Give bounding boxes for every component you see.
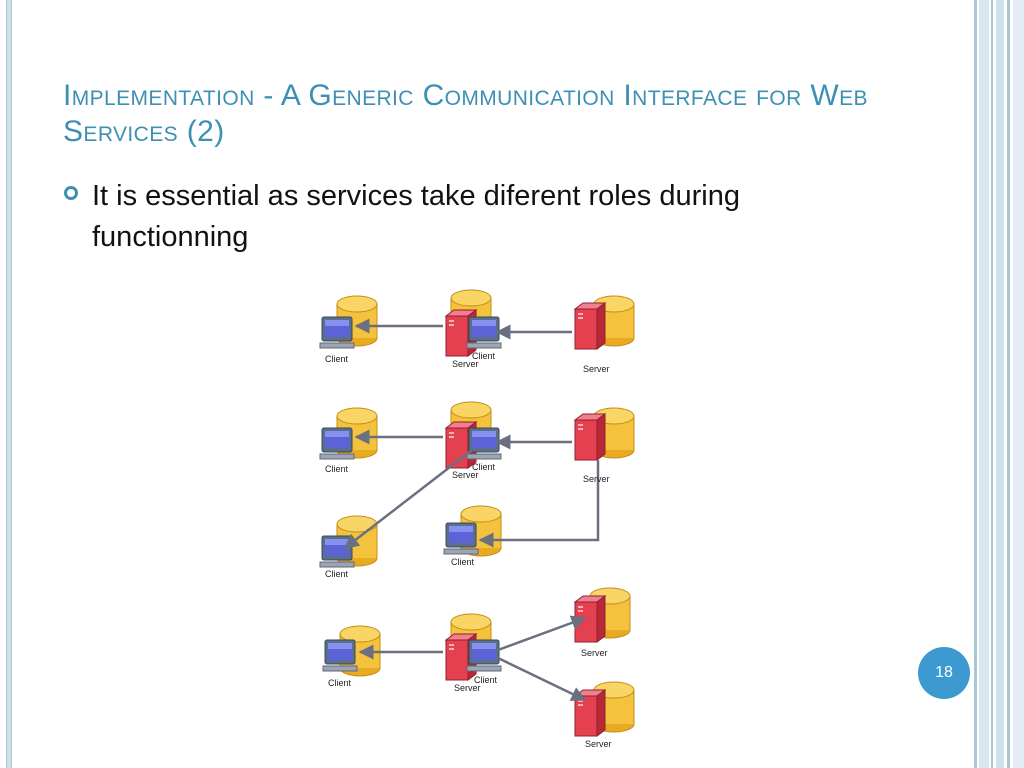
client-label: Client bbox=[451, 557, 475, 567]
server-label: Server bbox=[585, 739, 612, 749]
client-label: Client bbox=[328, 678, 352, 688]
bullet-text: It is essential as services take diferen… bbox=[92, 180, 740, 253]
server-label: Server bbox=[452, 470, 479, 480]
client-label: Client bbox=[472, 351, 496, 361]
slide-title: Implementation - A Generic Communication… bbox=[63, 79, 868, 148]
server-label: Server bbox=[583, 364, 610, 374]
client-label: Client bbox=[474, 675, 498, 685]
server-label: Server bbox=[452, 359, 479, 369]
bullet-circle-icon bbox=[64, 186, 78, 200]
diagram-row-3: Client Client Server Server Server bbox=[322, 587, 635, 749]
server-label: Server bbox=[454, 683, 481, 693]
diagram-row-2: Client Client Server Server Client Clien… bbox=[319, 401, 635, 579]
page-number-badge: 18 bbox=[918, 647, 970, 699]
client-label: Client bbox=[325, 464, 349, 474]
right-decoration bbox=[974, 0, 1024, 768]
client-label: Client bbox=[325, 354, 349, 364]
client-label: Client bbox=[472, 462, 496, 472]
server-label: Server bbox=[581, 648, 608, 658]
client-label: Client bbox=[325, 569, 349, 579]
diagram-row-1: Client Client Server Server bbox=[319, 289, 635, 374]
server-label: Server bbox=[583, 474, 610, 484]
left-border bbox=[6, 0, 12, 768]
